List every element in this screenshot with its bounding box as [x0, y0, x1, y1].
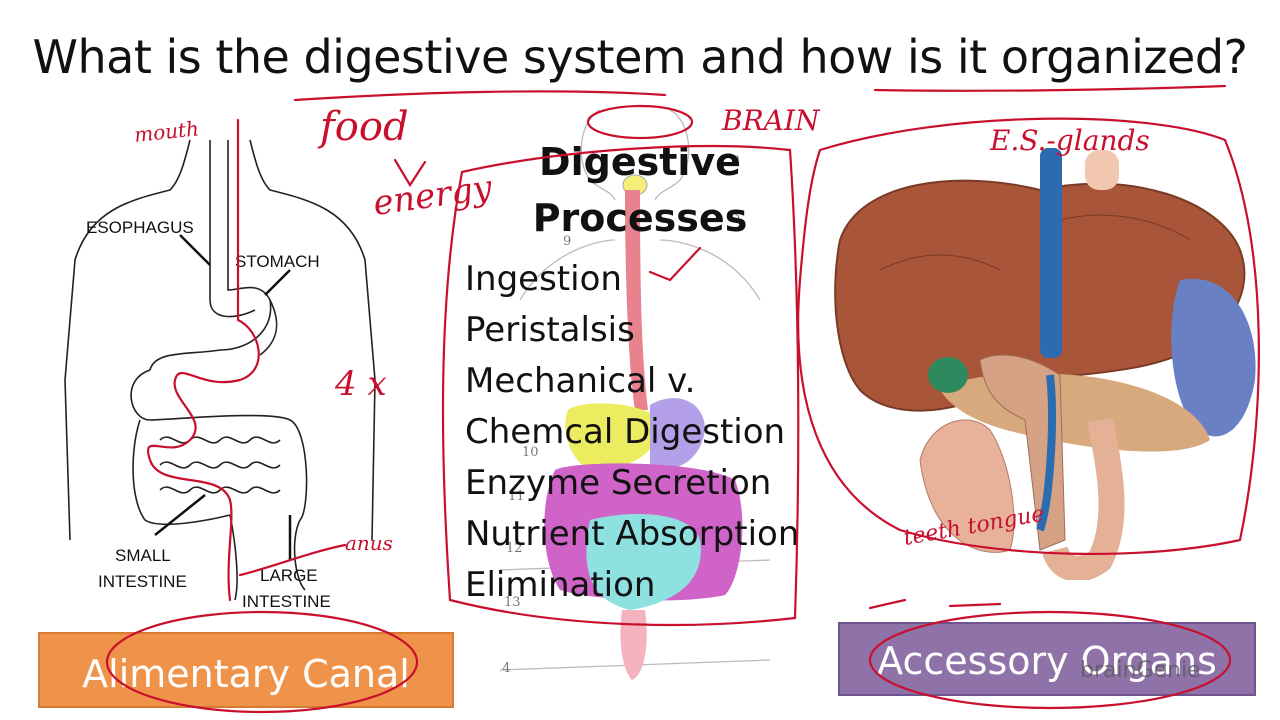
- process-item: Chemcal Digestion: [465, 407, 799, 458]
- alimentary-canal-button[interactable]: Alimentary Canal: [38, 632, 454, 708]
- processes-title-line2: Processes: [440, 196, 840, 240]
- label-esophagus: ESOPHAGUS: [86, 218, 194, 238]
- process-item: Elimination: [465, 560, 799, 611]
- brand-watermark: brainGenie: [1080, 658, 1201, 683]
- processes-list: Ingestion Peristalsis Mechanical v. Chem…: [465, 254, 799, 611]
- label-large-intestine-1: LARGE: [260, 566, 318, 586]
- underline-digestive-system: [295, 91, 665, 100]
- process-item: Peristalsis: [465, 305, 799, 356]
- alimentary-canal-diagram: ESOPHAGUS STOMACH SMALL INTESTINE LARGE …: [60, 120, 400, 620]
- label-small-intestine-1: SMALL: [115, 546, 171, 566]
- label-stomach: STOMACH: [235, 252, 320, 272]
- underline-organized: [875, 86, 1225, 91]
- body-outline-drawing: [60, 120, 400, 620]
- page-title: What is the digestive system and how is …: [0, 30, 1280, 84]
- process-item: Ingestion: [465, 254, 799, 305]
- liver-drawing: [800, 120, 1270, 580]
- diagram-number-14: 14: [500, 661, 511, 676]
- label-small-intestine-2: INTESTINE: [98, 572, 187, 592]
- process-item: Enzyme Secretion: [465, 458, 799, 509]
- processes-title-line1: Digestive: [440, 140, 840, 184]
- dash-line: [950, 604, 1000, 606]
- accessory-organs-illustration: [800, 120, 1270, 580]
- process-item: Mechanical v.: [465, 356, 799, 407]
- asterisk-line: [870, 600, 905, 608]
- label-large-intestine-2: INTESTINE: [242, 592, 331, 612]
- process-item: Nutrient Absorption: [465, 509, 799, 560]
